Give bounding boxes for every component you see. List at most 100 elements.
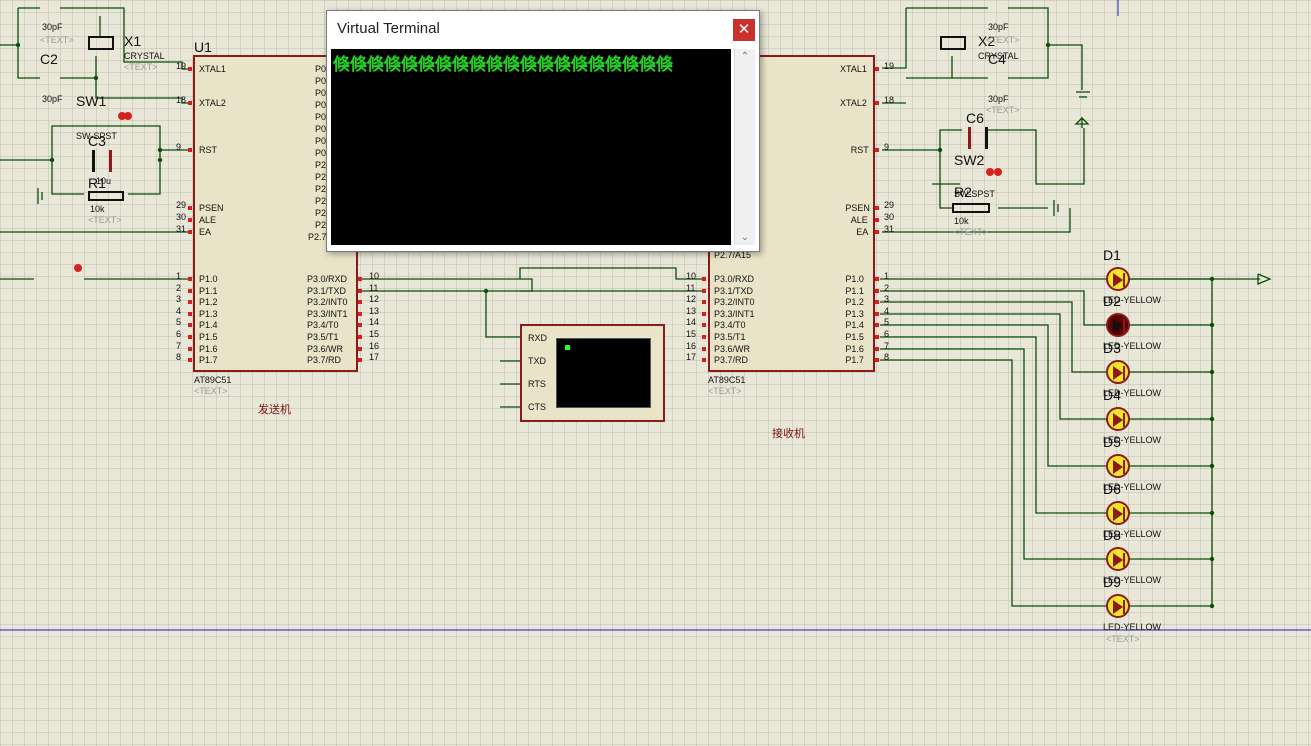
u1-pin-terminal[interactable]	[188, 218, 192, 222]
led-diode-icon[interactable]	[1106, 454, 1130, 478]
scroll-down-icon[interactable]: ⌄	[740, 232, 750, 243]
led-part: LED-YELLOW	[1103, 622, 1162, 632]
u2-pin-number: 19	[884, 61, 895, 71]
virtual-terminal-window[interactable]: Virtual Terminal ✕ 倏倏倏倏倏倏倏倏倏倏倏倏倏倏倏倏倏倏倏倏 …	[326, 10, 760, 252]
close-button[interactable]: ✕	[733, 19, 755, 41]
u2-pin-terminal[interactable]	[875, 230, 879, 234]
u2-pin-terminal[interactable]	[875, 206, 879, 210]
u2-pin-terminal[interactable]	[875, 218, 879, 222]
u2-pin-number: 31	[884, 224, 895, 234]
u1-pin-terminal[interactable]	[188, 323, 192, 327]
u1-pin-terminal[interactable]	[188, 206, 192, 210]
x1-crystal[interactable]	[88, 36, 114, 50]
junction-dot	[1045, 42, 1051, 48]
x2-crystal[interactable]	[940, 36, 966, 50]
u1-pin-terminal[interactable]	[188, 67, 192, 71]
u2-pin-terminal[interactable]	[702, 358, 706, 362]
r2-resistor[interactable]	[952, 203, 990, 213]
u1-pin-terminal[interactable]	[358, 300, 362, 304]
u1-pin-terminal[interactable]	[188, 347, 192, 351]
wire	[95, 78, 188, 104]
u1-pin-terminal[interactable]	[358, 335, 362, 339]
sw2-state-icon[interactable]	[986, 168, 994, 176]
u2-pin-terminal[interactable]	[702, 323, 706, 327]
u1-pin-terminal[interactable]	[188, 101, 192, 105]
u2-pin-terminal[interactable]	[875, 323, 879, 327]
u2-pin-terminal[interactable]	[875, 277, 879, 281]
u2-pin-number: 5	[884, 317, 890, 327]
u1-pin-terminal[interactable]	[358, 347, 362, 351]
u1-pin-terminal[interactable]	[188, 230, 192, 234]
push-button-state-icon[interactable]	[74, 264, 82, 272]
c2-value: 30pF	[42, 94, 63, 104]
led-ref: D9	[1103, 574, 1121, 590]
u2-pin-terminal[interactable]	[702, 277, 706, 281]
u1-pin-terminal[interactable]	[358, 312, 362, 316]
c3-capacitor[interactable]	[92, 150, 112, 172]
led-diode-icon[interactable]	[1106, 594, 1130, 618]
u1-pin-label: P1.7	[199, 355, 218, 365]
diode-bar	[1123, 319, 1125, 333]
u1-pin-label: XTAL1	[199, 64, 226, 74]
u1-pin-label: P3.5/T1	[307, 332, 339, 342]
sw1-state-icon-2[interactable]	[124, 112, 132, 120]
wire	[0, 125, 161, 195]
u2-pin-terminal[interactable]	[875, 312, 879, 316]
u1-pin-terminal[interactable]	[358, 323, 362, 327]
u2-pin-terminal[interactable]	[875, 101, 879, 105]
u1-pin-label: ALE	[199, 215, 217, 225]
u2-pin-terminal[interactable]	[702, 335, 706, 339]
u2-pin-terminal[interactable]	[875, 358, 879, 362]
led-ref: D1	[1103, 247, 1121, 263]
u1-pin-number: 9	[176, 142, 182, 152]
u1-pin-label: P3.0/RXD	[307, 274, 348, 284]
led-diode-icon[interactable]	[1106, 501, 1130, 525]
u2-pin-terminal[interactable]	[875, 289, 879, 293]
u2-pin-terminal[interactable]	[702, 300, 706, 304]
u1-pin-terminal[interactable]	[188, 358, 192, 362]
led-diode-icon[interactable]	[1106, 313, 1130, 337]
sw2-state-icon-2[interactable]	[994, 168, 1002, 176]
u1-pin-terminal[interactable]	[188, 335, 192, 339]
led-diode-icon[interactable]	[1106, 547, 1130, 571]
terminal-output-area[interactable]: 倏倏倏倏倏倏倏倏倏倏倏倏倏倏倏倏倏倏倏倏	[331, 49, 731, 245]
u2-pin-terminal[interactable]	[702, 312, 706, 316]
u2-pin-terminal[interactable]	[702, 347, 706, 351]
u2-pin-number: 2	[884, 283, 890, 293]
u2-pin-terminal[interactable]	[875, 335, 879, 339]
diode-bar	[1123, 273, 1125, 287]
u2-pin-label: PSEN	[845, 203, 870, 213]
u1-pin-terminal[interactable]	[358, 358, 362, 362]
u1-pin-label: P1.2	[199, 297, 218, 307]
u1-pin-terminal[interactable]	[188, 300, 192, 304]
u2-pin-terminal[interactable]	[875, 148, 879, 152]
u1-pin-terminal[interactable]	[358, 289, 362, 293]
wire	[880, 324, 1106, 467]
u1-pin-terminal[interactable]	[188, 277, 192, 281]
led-diode-icon[interactable]	[1106, 360, 1130, 384]
led-diode-icon[interactable]	[1106, 407, 1130, 431]
c2-ref: C2	[40, 51, 58, 67]
u1-pin-terminal[interactable]	[188, 148, 192, 152]
u2-pin-terminal[interactable]	[875, 347, 879, 351]
sw1-state-icon[interactable]	[118, 112, 126, 120]
u1-pin-terminal[interactable]	[188, 289, 192, 293]
u2-pin-terminal[interactable]	[875, 67, 879, 71]
vertical-scrollbar[interactable]: ⌃ ⌄	[734, 49, 755, 245]
u2-pin-number: 1	[884, 271, 890, 281]
u1-pin-terminal[interactable]	[188, 312, 192, 316]
u2-pin-number: 11	[686, 283, 696, 293]
r1-resistor[interactable]	[88, 191, 124, 201]
u1-pin-terminal[interactable]	[358, 277, 362, 281]
u2-pin-terminal[interactable]	[875, 300, 879, 304]
c6-capacitor[interactable]	[968, 127, 988, 149]
led-diode-icon[interactable]	[1106, 267, 1130, 291]
u1-pin-number: 17	[369, 352, 380, 362]
scroll-up-icon[interactable]: ⌃	[740, 51, 750, 62]
u2-pin-terminal[interactable]	[702, 289, 706, 293]
r2-text: <TEXT>	[954, 227, 988, 237]
virtual-terminal-device[interactable]	[520, 324, 665, 422]
u1-pin-label: P1.1	[199, 286, 218, 296]
